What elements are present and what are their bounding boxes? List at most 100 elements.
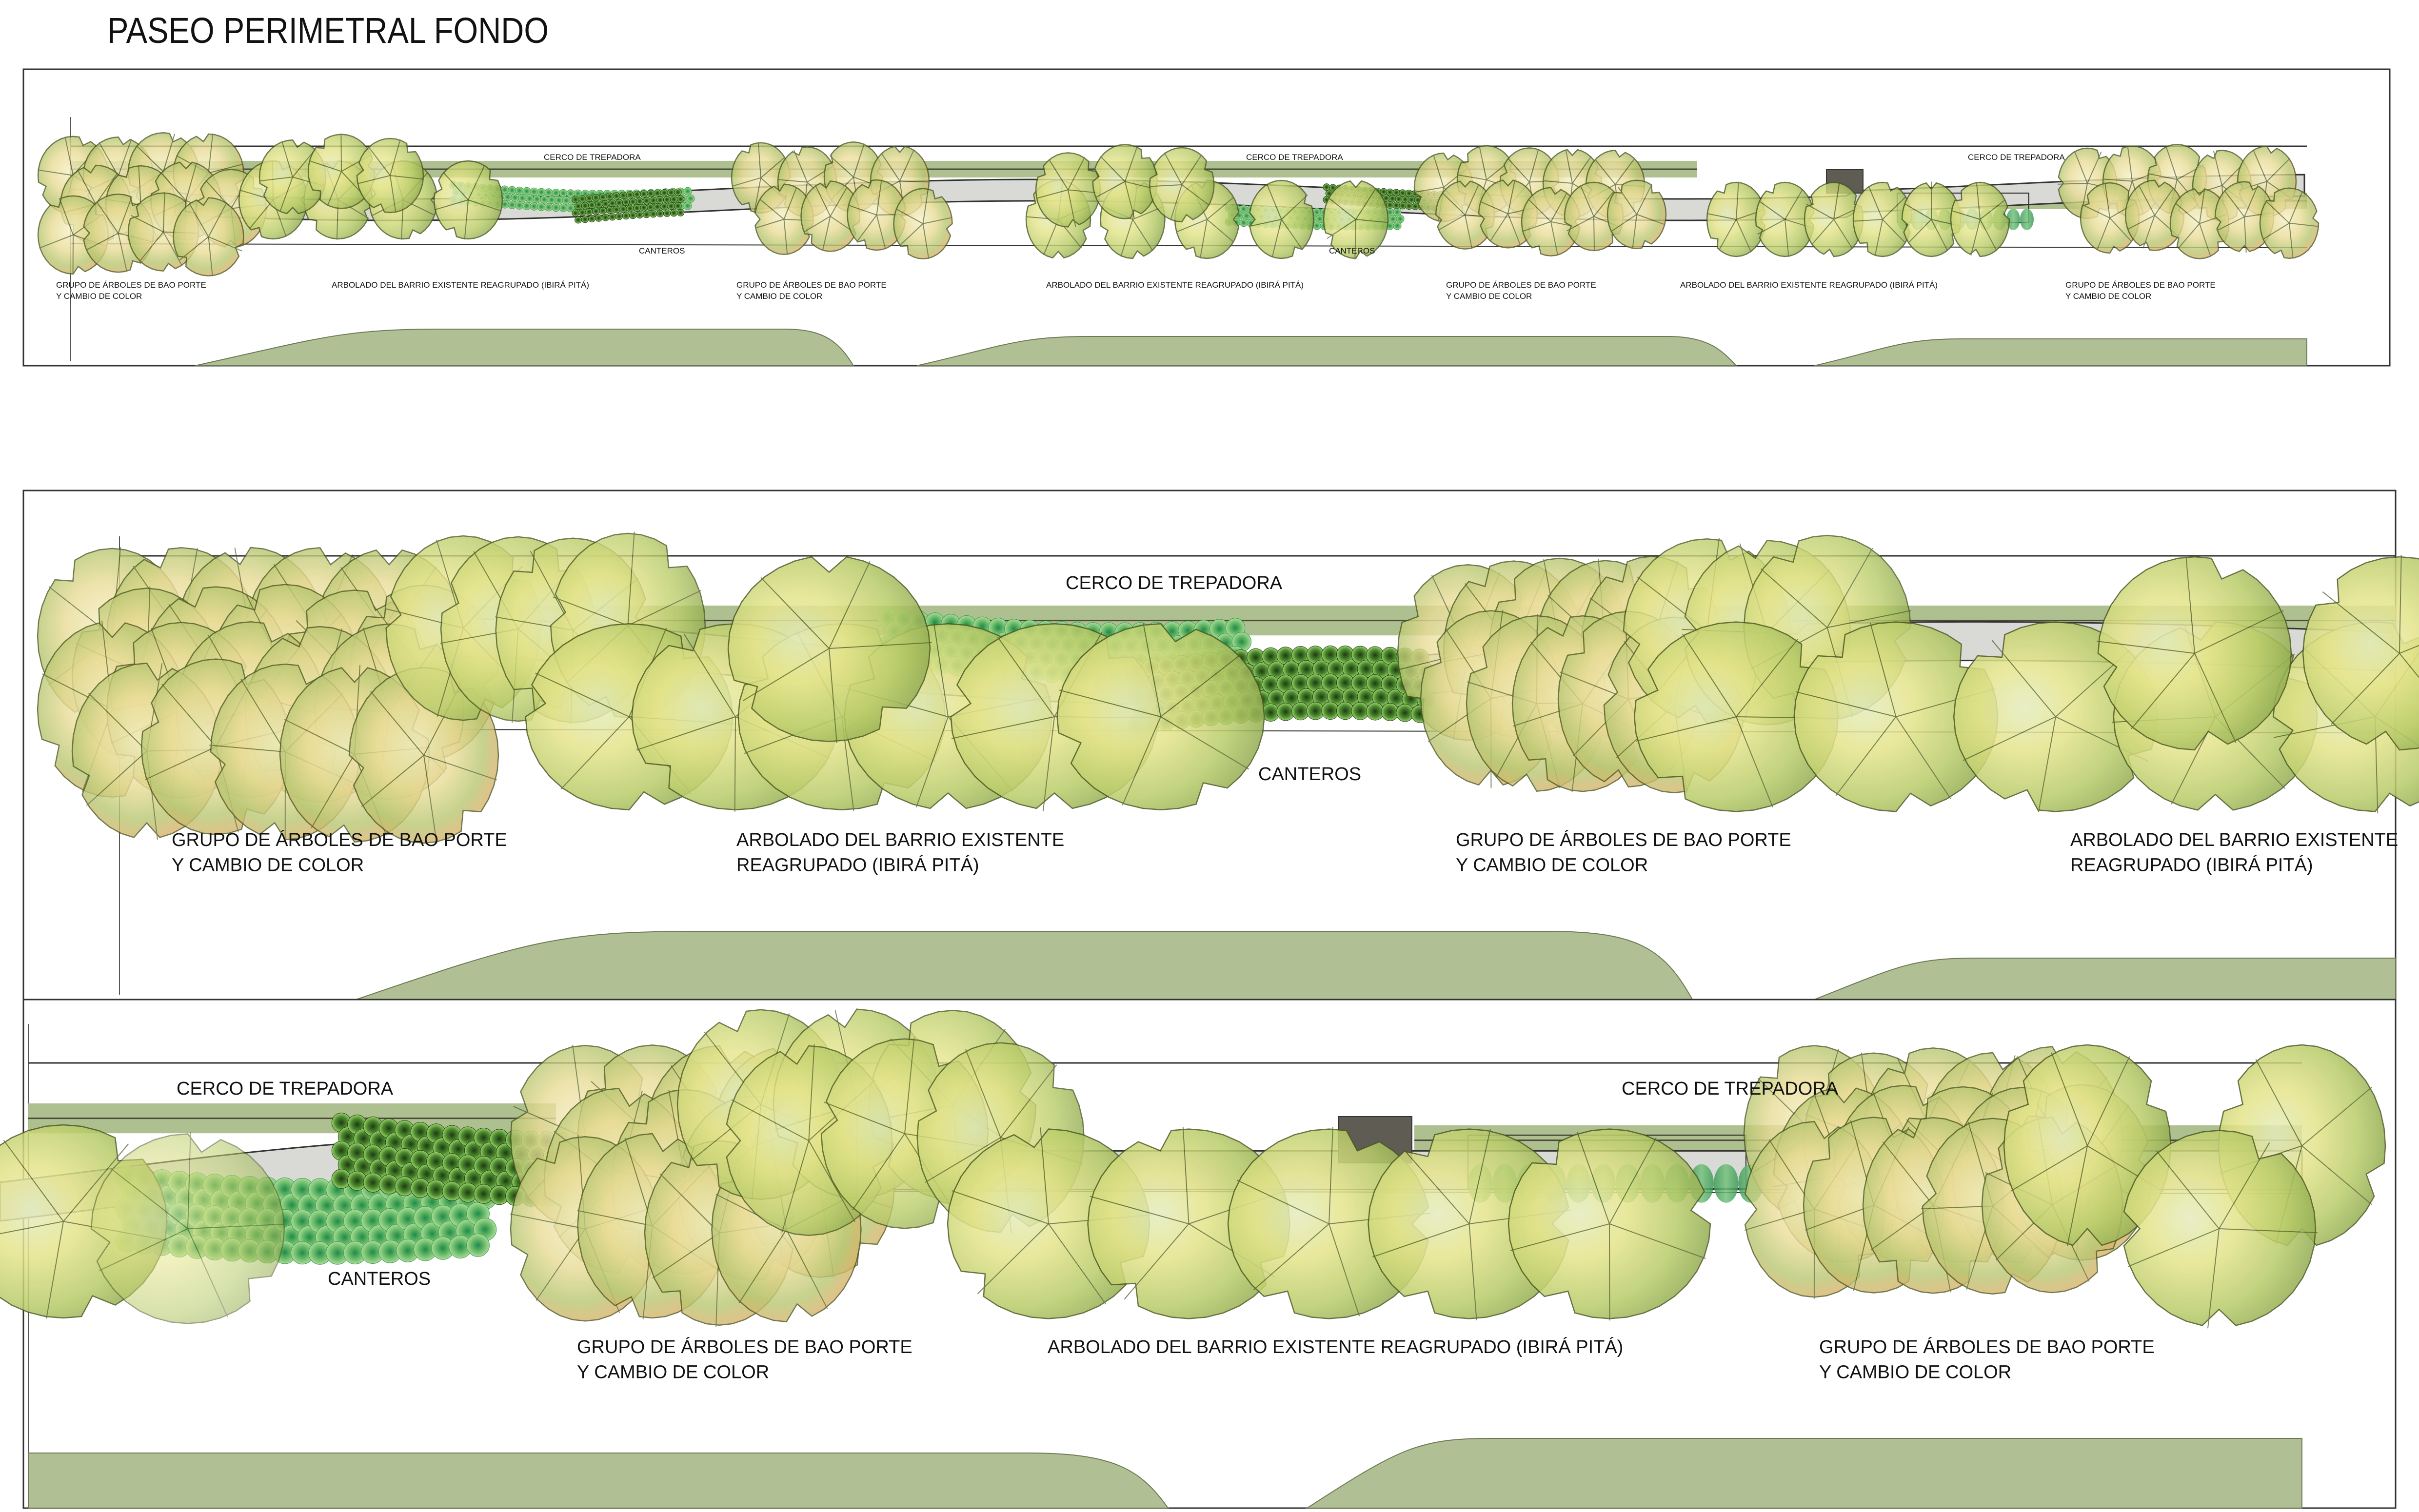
shrub-icon — [504, 193, 512, 201]
shrub-icon — [684, 202, 692, 210]
shrub-icon — [511, 194, 519, 201]
shrub-icon — [640, 191, 647, 197]
shrub-icon — [582, 216, 589, 223]
shrub-icon — [613, 206, 620, 213]
shrub-icon — [657, 196, 664, 203]
canteros-label: CANTEROS — [1329, 246, 1375, 255]
tree-spoke — [73, 235, 74, 275]
bao-group-label-line2: Y CAMBIO DE COLOR — [736, 292, 822, 301]
shrub-icon — [593, 194, 599, 201]
shrub-icon — [467, 1234, 490, 1257]
shrub-icon — [508, 201, 516, 209]
shrub-icon — [671, 196, 677, 203]
shrub-icon — [545, 189, 553, 196]
fence-label: CERCO DE TREPADORA — [1622, 1079, 1839, 1099]
shrub-icon — [634, 205, 640, 212]
shrub-icon — [526, 195, 534, 202]
green-mound — [1307, 1438, 2302, 1508]
green-mound — [1814, 339, 2307, 366]
shrub-icon — [595, 201, 602, 208]
shrub-icon — [537, 203, 545, 211]
shrub-icon — [677, 196, 684, 202]
existing-trees-label: ARBOLADO DEL BARRIO EXISTENTE REAGRUPADO… — [1048, 1336, 1623, 1357]
shrub-icon — [559, 189, 567, 197]
shrub-icon — [623, 199, 630, 206]
fence-label: CERCO DE TREPADORA — [1246, 153, 1343, 162]
shrub-icon — [674, 189, 681, 196]
shrub-icon — [1393, 202, 1400, 209]
shrub-icon — [634, 191, 640, 198]
shrub-icon — [586, 195, 593, 202]
shrub-icon — [530, 202, 538, 210]
shrub-icon — [1395, 196, 1402, 202]
ibira-pita-tree-icon — [1149, 148, 1214, 222]
ibira-pita-tree-icon — [1057, 623, 1265, 810]
tree-spoke — [1609, 1224, 1610, 1320]
shrub-icon — [627, 192, 634, 198]
shrub-icon — [623, 213, 630, 219]
shrub-icon — [599, 207, 606, 214]
shrub-icon — [687, 195, 694, 202]
bao-group-label: GRUPO DE ÁRBOLES DE BAO PORTE — [1819, 1336, 2155, 1357]
shrub-icon — [627, 205, 634, 212]
shrub-icon — [1380, 188, 1387, 195]
existing-trees-label: ARBOLADO DEL BARRIO EXISTENTE REAGRUPADO… — [1046, 280, 1304, 290]
shrub-icon — [537, 188, 545, 196]
shrub-icon — [677, 209, 684, 216]
shrub-icon — [1313, 222, 1321, 230]
shrub-icon — [559, 204, 567, 212]
ibira-pita-tree-icon — [1249, 180, 1313, 258]
shrub-icon — [1389, 195, 1396, 202]
shrub-icon — [540, 196, 548, 203]
shrub-icon — [643, 197, 650, 204]
green-mound — [195, 329, 853, 366]
bao-group-label: GRUPO DE ÁRBOLES DE BAO PORTE — [2065, 280, 2216, 290]
shrub-icon — [1393, 222, 1401, 230]
shrub-icon — [620, 192, 627, 199]
shrub-icon — [1406, 190, 1412, 197]
bao-group-label-line2: Y CAMBIO DE COLOR — [1819, 1362, 2011, 1382]
bao-group-label-line2: Y CAMBIO DE COLOR — [1456, 855, 1648, 875]
bao-group-label-line2: Y CAMBIO DE COLOR — [172, 855, 364, 875]
shrub-icon — [636, 198, 643, 205]
canteros-label: CANTEROS — [1258, 764, 1361, 785]
shrub-icon — [616, 199, 623, 206]
existing-trees-label: ARBOLADO DEL BARRIO EXISTENTE — [736, 830, 1064, 850]
shrub-icon — [1399, 202, 1406, 209]
ibira-pita-tree-icon — [2124, 1130, 2318, 1328]
bao-group-label-line2: Y CAMBIO DE COLOR — [56, 292, 142, 301]
shrub-icon — [575, 216, 582, 223]
ibira-pita-tree-icon — [357, 138, 424, 213]
fence-label: CERCO DE TREPADORA — [1968, 153, 2065, 162]
shrub-icon — [664, 210, 671, 216]
shrub-icon — [1406, 203, 1412, 210]
fence-label: CERCO DE TREPADORA — [1066, 573, 1283, 593]
bao-tree-icon — [174, 198, 244, 276]
shrub-icon — [606, 193, 613, 200]
shrub-icon — [582, 202, 589, 209]
shrub-icon — [1323, 184, 1330, 191]
shrub-icon — [647, 190, 654, 197]
shrub-icon — [602, 200, 609, 207]
hedge-shrub-icon — [2020, 209, 2034, 230]
shrub-icon — [1412, 203, 1419, 210]
page-title: PASEO PERIMETRAL FONDO — [107, 10, 549, 51]
shrub-icon — [636, 212, 643, 218]
bao-group-label: GRUPO DE ÁRBOLES DE BAO PORTE — [56, 280, 206, 290]
shrub-icon — [599, 194, 606, 200]
shrub-icon — [589, 202, 595, 209]
shrub-icon — [650, 197, 657, 204]
shrub-icon — [572, 210, 579, 216]
existing-trees-label-line2: REAGRUPADO (IBIRÁ PITÁ) — [2070, 854, 2313, 875]
hedge-shrub-icon — [1714, 1164, 1738, 1203]
bao-group-label-line2: Y CAMBIO DE COLOR — [1446, 292, 1532, 301]
shrub-icon — [562, 196, 570, 204]
shrub-icon — [661, 189, 668, 196]
shrub-icon — [657, 210, 664, 217]
shrub-icon — [548, 196, 555, 204]
